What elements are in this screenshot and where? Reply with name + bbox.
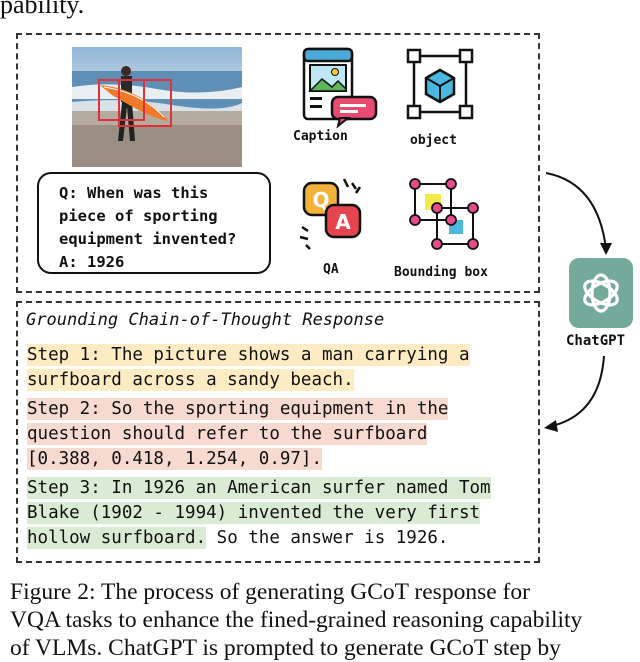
- response-panel: [16, 301, 540, 563]
- step-3-line: Step 3: In 1926 an American surfer named…: [27, 477, 491, 499]
- step-1-line: Step 1: The picture shows a man carrying…: [27, 344, 470, 366]
- arrow-to-response: [544, 355, 605, 432]
- bounding-box-icon: [409, 178, 479, 250]
- svg-text:A: A: [335, 210, 351, 234]
- step-3-line: hollow surfboard.: [27, 527, 207, 549]
- step-1: Step 1: The picture shows a man carrying…: [27, 343, 470, 393]
- bounding-box-label: Bounding box: [394, 265, 488, 280]
- step-2-line: Step 2: So the sporting equipment in the: [27, 398, 449, 420]
- qa-line: Q: When was this: [59, 184, 209, 202]
- input-panel: [16, 33, 540, 293]
- qa-line: A: 1926: [59, 253, 125, 271]
- figure-caption: Figure 2: The process of generating GCoT…: [10, 578, 640, 662]
- qa-line: piece of sporting: [59, 207, 218, 225]
- caption-line: of VLMs. ChatGPT is prompted to generate…: [10, 635, 561, 661]
- step-2-line: [0.388, 0.418, 1.254, 0.97].: [27, 448, 323, 470]
- step-3-line: Blake (1902 - 1994) invented the very fi…: [27, 502, 481, 524]
- svg-text:Q: Q: [312, 188, 329, 212]
- caption-icon: [302, 47, 378, 129]
- qa-label: QA: [323, 262, 339, 277]
- chatgpt-logo-icon: [569, 258, 633, 328]
- qa-icon: Q A: [299, 178, 362, 250]
- surfboard-bbox: [118, 79, 172, 127]
- step-3: Step 3: In 1926 an American surfer named…: [27, 476, 491, 551]
- qa-line: equipment invented?: [59, 230, 237, 248]
- caption-label: Caption: [293, 129, 348, 144]
- object-icon: [406, 48, 474, 120]
- step-2-line: question should refer to the surfboard: [27, 423, 428, 445]
- step-3-answer: So the answer is 1926.: [206, 528, 449, 548]
- surfer-photo: [72, 47, 242, 167]
- caption-line: VQA tasks to enhance the fined-grained r…: [10, 607, 583, 633]
- qa-speech-bubble: Q: When was this piece of sporting equip…: [37, 172, 271, 274]
- chatgpt-label: ChatGPT: [566, 333, 626, 349]
- step-2: Step 2: So the sporting equipment in the…: [27, 397, 449, 472]
- previous-text-fragment: pability.: [0, 0, 85, 19]
- response-title: Grounding Chain-of-Thought Response: [26, 310, 385, 330]
- arrow-to-chatgpt: [545, 172, 612, 255]
- object-label: object: [410, 133, 457, 148]
- caption-line: Figure 2: The process of generating GCoT…: [10, 579, 530, 605]
- step-1-line: surfboard across a sandy beach.: [27, 369, 354, 391]
